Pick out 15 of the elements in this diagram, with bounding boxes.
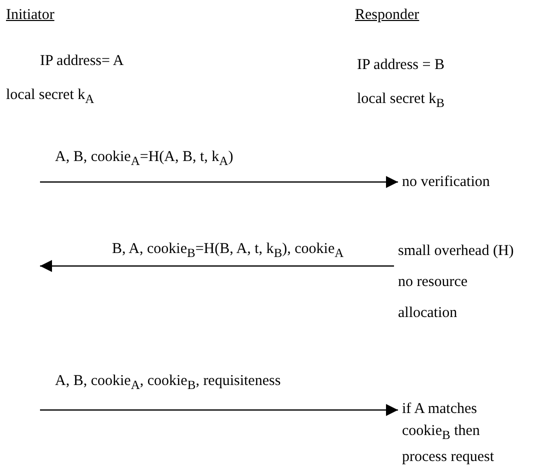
heading-text: Responder	[355, 6, 420, 24]
secret-text: local secret k$_{B}$	[357, 90, 444, 112]
message-arrow	[40, 176, 398, 188]
message-label: A, B, cookie$_{A}$, cookie$_{B}$, requisiteness	[55, 372, 281, 394]
note-text: if A matches cookie$_{B}$ then process request	[402, 398, 514, 468]
address-text: IP address = B	[357, 56, 444, 74]
message-arrow	[40, 260, 394, 272]
message-arrow	[40, 404, 398, 416]
secret-text: local secret k$_{A}$	[6, 86, 94, 108]
note-text: no verification	[402, 172, 552, 192]
message-label: B, A, cookie$_{B}$=H(B, A, t, k$_{B}$), cookie$_{A}$	[112, 240, 344, 262]
address-text: IP address= A	[40, 52, 124, 70]
heading-text: Initiator	[6, 6, 54, 24]
note-text: small overhead (H) no resource allocation	[398, 236, 548, 329]
message-label: A, B, cookie$_{A}$=H(A, B, t, k$_{A}$)	[55, 148, 234, 170]
